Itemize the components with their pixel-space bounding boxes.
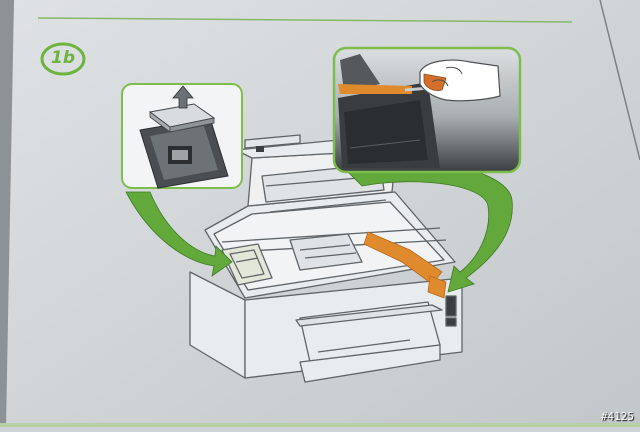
green-arrow-left	[125, 191, 233, 277]
hand-icon	[419, 59, 501, 102]
printer	[189, 134, 463, 383]
shipping-tape-end	[427, 275, 447, 299]
bottom-strip	[0, 423, 640, 427]
inset-panel-left	[121, 83, 243, 189]
watermark-text: #4125	[600, 410, 634, 423]
step-number-label: 1b	[51, 48, 75, 68]
tape-strip	[338, 84, 412, 94]
paper-edge-shadow	[0, 0, 14, 427]
inset-panel-right	[332, 46, 522, 174]
arrow-up-icon	[172, 85, 194, 109]
page-border-right	[599, 0, 640, 161]
step-circle	[40, 42, 86, 76]
top-rule	[37, 17, 573, 23]
